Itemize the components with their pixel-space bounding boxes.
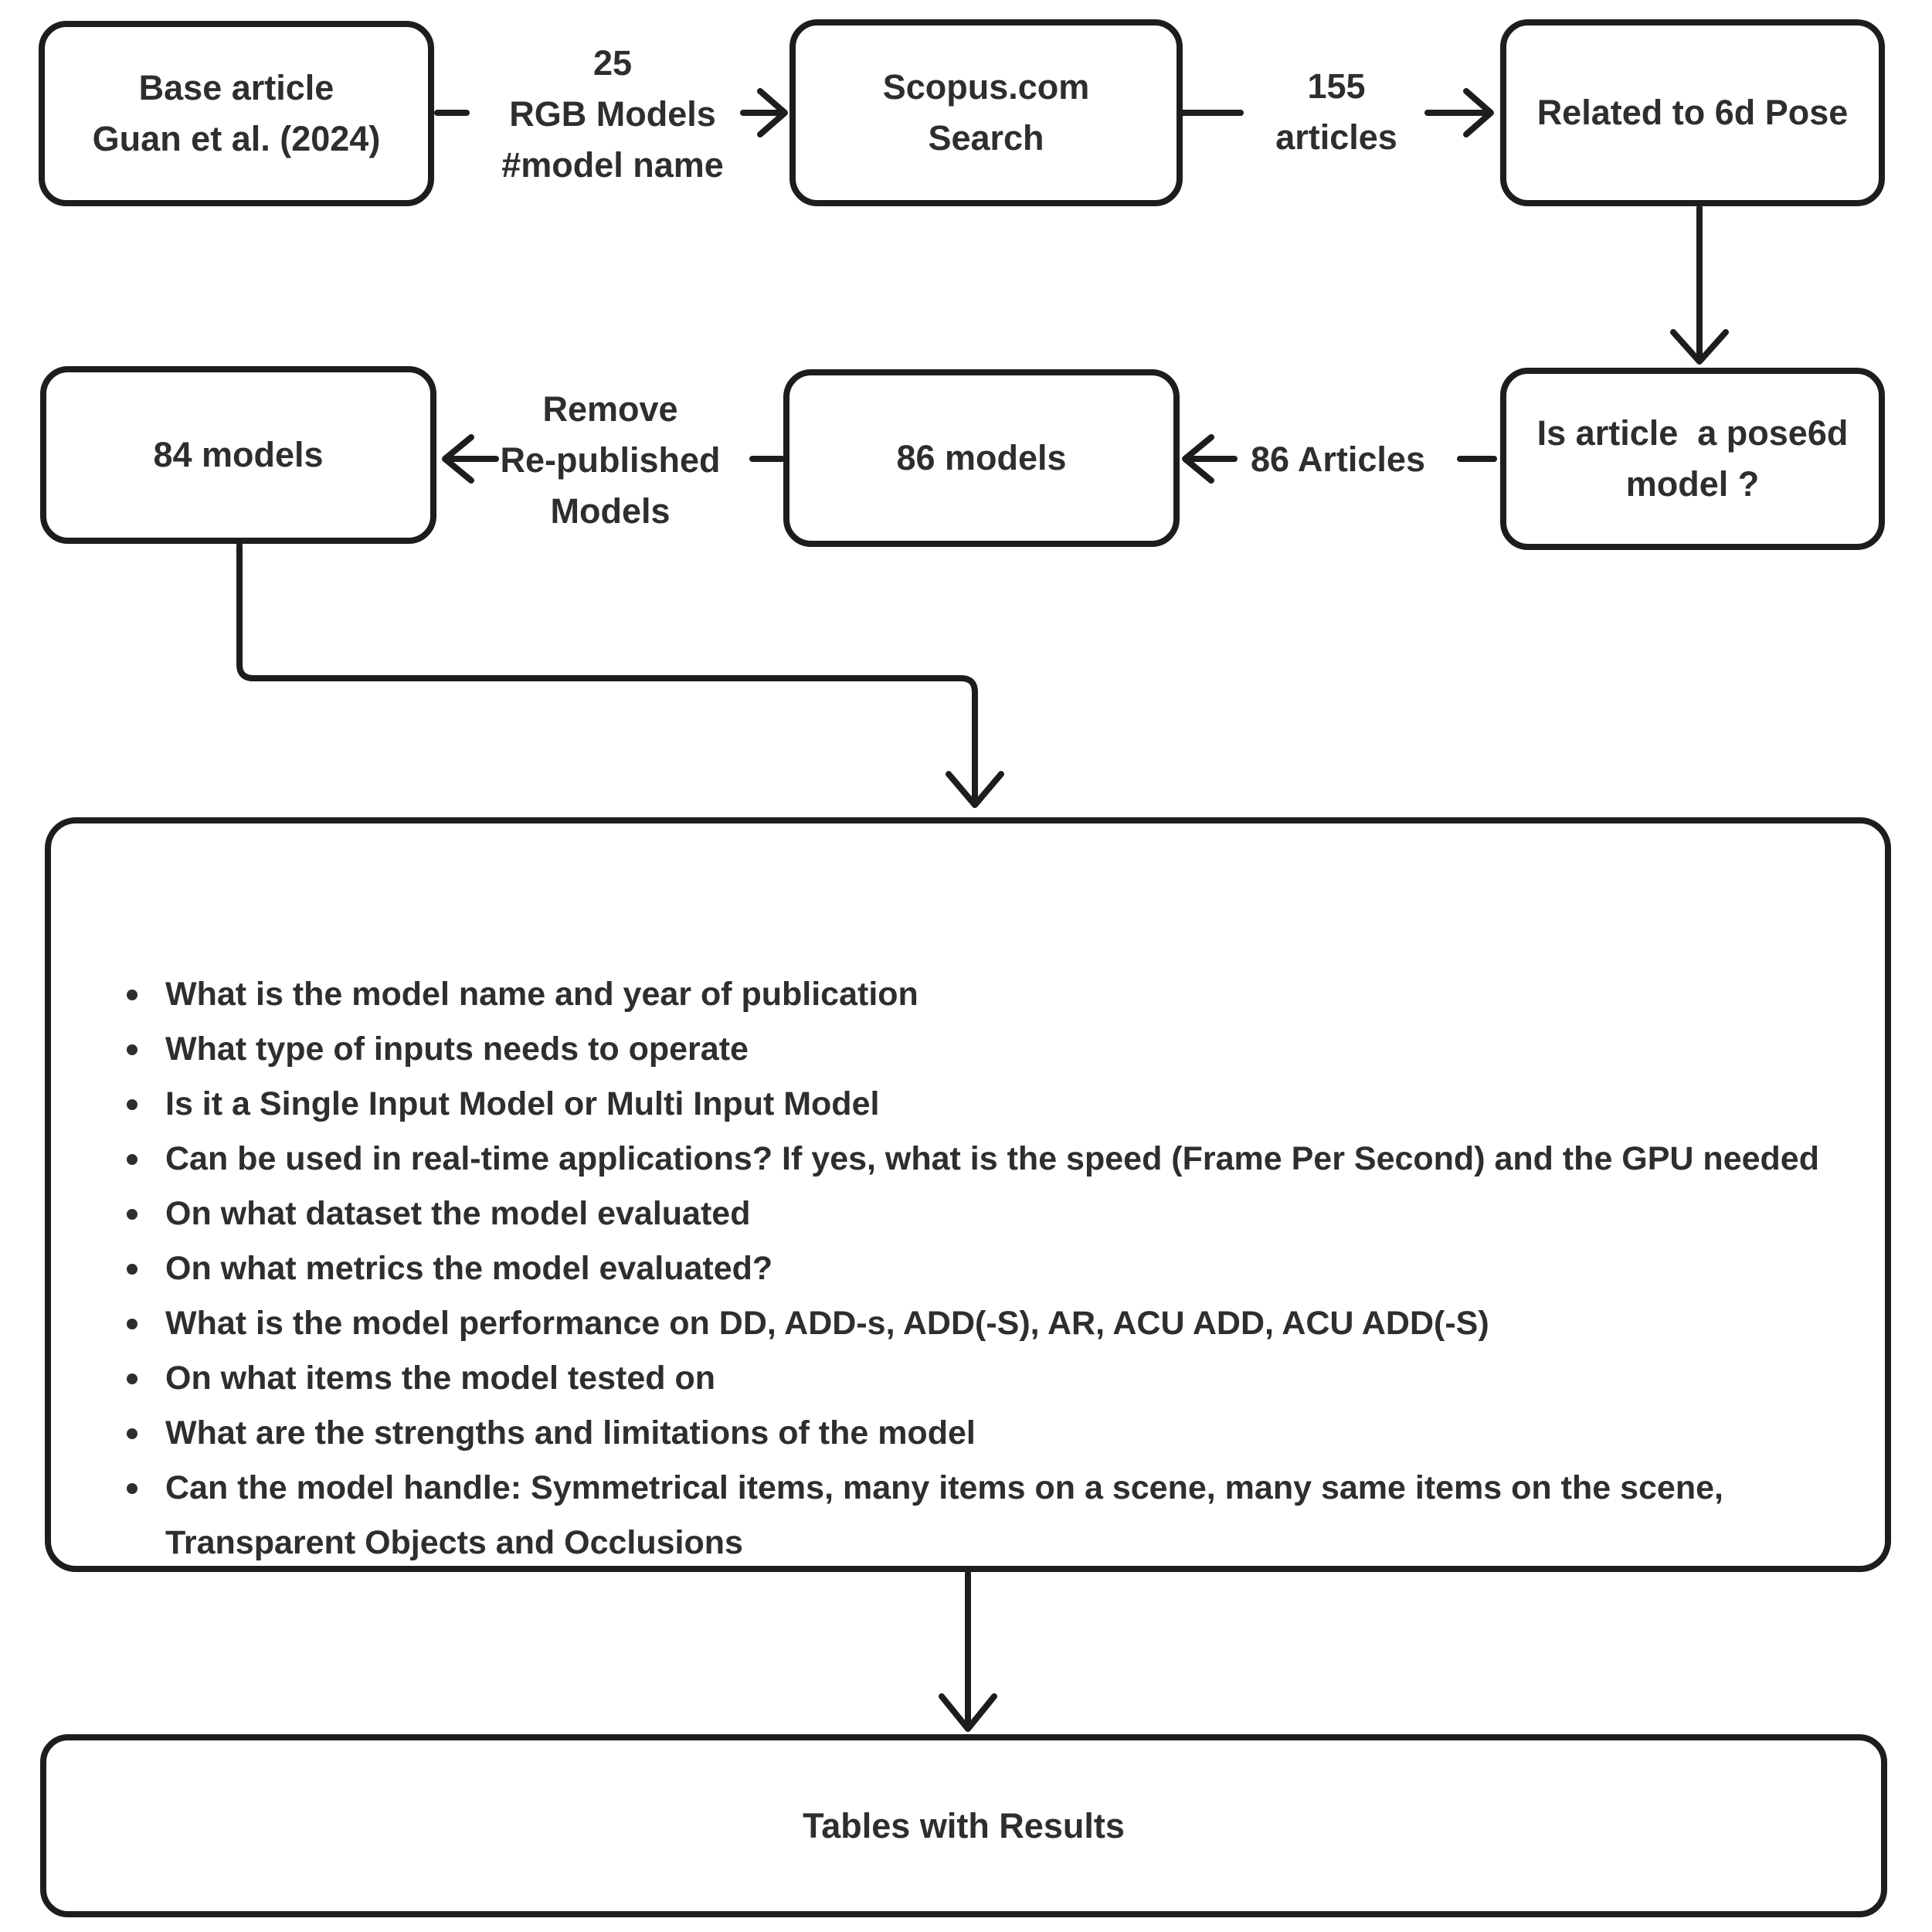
question-list-item: What are the strengths and limitations o…	[122, 1406, 1840, 1461]
arrow-questions-to-tables-head	[939, 1693, 997, 1732]
arrow-84-to-questions-shaft	[236, 542, 978, 803]
node-86-models: 86 models	[783, 369, 1180, 547]
edge-label-rgb-models: 25 RGB Models #model name	[501, 43, 724, 185]
arrow-question-to-86-head	[1182, 434, 1214, 484]
node-scopus-search: Scopus.com Search	[789, 19, 1183, 206]
arrow-84-to-questions-head	[946, 771, 1004, 808]
question-list-item: What is the model performance on DD, ADD…	[122, 1296, 1840, 1351]
question-list-item: On what items the model tested on	[122, 1351, 1840, 1406]
question-list-item: Can be used in real-time applications? I…	[122, 1132, 1840, 1187]
edge-label-86-articles: 86 Articles	[1251, 440, 1425, 479]
node-research-questions: What is the model name and year of publi…	[45, 817, 1891, 1572]
questions-content: What is the model name and year of publi…	[51, 823, 1885, 1672]
node-related-to-6d-pose: Related to 6d Pose	[1500, 19, 1885, 206]
edge-label-155-articles: 155 articles	[1275, 66, 1397, 157]
edge-label-remove-republished: Remove Re-published Models	[500, 389, 721, 531]
node-is-article-pose6d: Is article a pose6d model ?	[1500, 368, 1885, 550]
question-list-item: What type of inputs needs to operate	[122, 1022, 1840, 1077]
arrow-related-to-question-head	[1670, 329, 1729, 365]
questions-list: What is the model name and year of publi…	[122, 967, 1840, 1570]
question-list-item: On what dataset the model evaluated	[122, 1187, 1840, 1241]
question-list-item: On what metrics the model evaluated?	[122, 1241, 1840, 1296]
node-base-article: Base article Guan et al. (2024)	[39, 21, 434, 206]
node-tables-with-results: Tables with Results	[40, 1734, 1887, 1917]
question-list-item: Can the model handle: Symmetrical items,…	[122, 1461, 1840, 1570]
question-list-item: What is the model name and year of publi…	[122, 967, 1840, 1022]
question-list-item: Is it a Single Input Model or Multi Inpu…	[122, 1077, 1840, 1132]
node-84-models: 84 models	[40, 366, 436, 544]
arrow-scopus-to-related-head	[1463, 88, 1494, 138]
